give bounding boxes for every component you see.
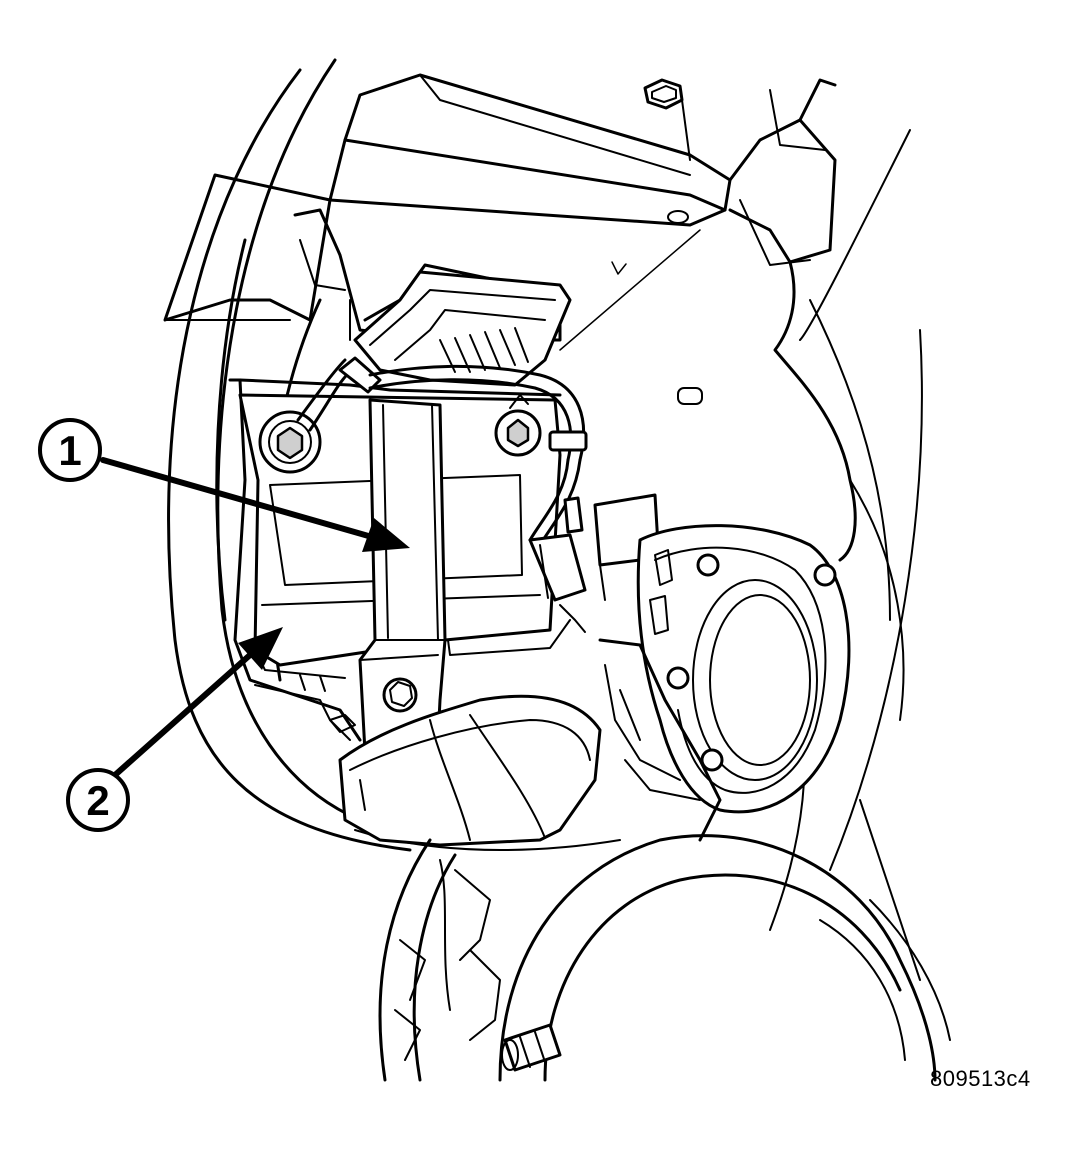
ground-strap	[296, 356, 586, 462]
retaining-bracket	[358, 398, 447, 754]
callout-1-label: 1	[58, 427, 81, 474]
arrowhead-1	[362, 518, 410, 552]
callout-1: 1	[38, 418, 102, 482]
ground-bolt-icon	[258, 410, 322, 474]
wire-harness-clip	[528, 430, 660, 633]
bracket-bolt-icon	[382, 677, 418, 713]
top-bolt-icon	[643, 78, 691, 161]
speaker-assembly	[636, 524, 851, 814]
callout-2: 2	[66, 768, 130, 832]
leader-line-1	[100, 457, 375, 540]
right-upper-bolt-icon	[494, 394, 542, 457]
arrowhead-2	[238, 627, 283, 670]
leader-line-2	[112, 652, 253, 778]
callout-2-label: 2	[86, 777, 109, 824]
upper-body-panel	[163, 73, 837, 322]
harness-connector	[353, 270, 572, 387]
figure-id: 809513c4	[930, 1066, 1031, 1091]
wheel-well-liner	[167, 58, 621, 852]
leader-arrows	[100, 457, 410, 778]
speaker-lower-bracket	[598, 638, 722, 842]
lower-duct	[329, 694, 602, 847]
wheel-tire	[378, 834, 951, 1082]
wheel-stud-icon	[501, 1023, 562, 1072]
